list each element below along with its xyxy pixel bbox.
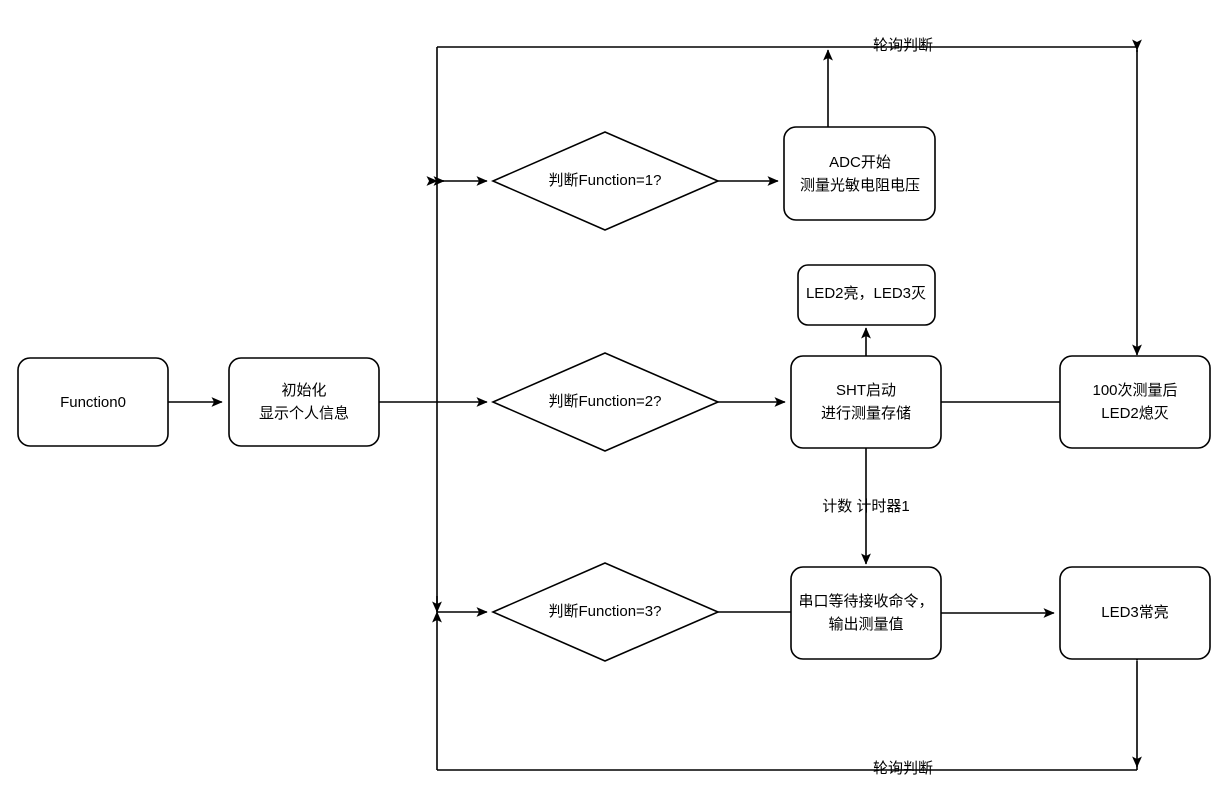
node-function0-label: Function0 (60, 394, 126, 411)
node-adc-shape[interactable] (783, 126, 936, 221)
node-led2on-label: LED2亮，LED3灭 (806, 285, 926, 302)
node-decision1-label: 判断Function=1? (549, 172, 662, 189)
node-adc[interactable]: ADC开始 测量光敏电阻电压 (783, 126, 936, 221)
edge-labels-layer: 轮询判断 计数 计时器1 轮询判断 (822, 37, 933, 777)
nodes-layer: Function0 初始化 显示个人信息 判断Function=1? 判断Fun… (17, 126, 1211, 662)
node-init-label-line2: 显示个人信息 (259, 405, 349, 422)
node-led2on[interactable]: LED2亮，LED3灭 (797, 264, 936, 326)
node-led2on-shape[interactable] (797, 264, 936, 326)
node-init-shape[interactable] (228, 357, 380, 447)
node-led2off-label-line1: 100次测量后 (1092, 382, 1177, 399)
node-sht-label-line1: SHT启动 (836, 382, 896, 399)
node-uart-label-line1: 串口等待接收命令， (798, 592, 933, 610)
node-decision2-label: 判断Function=2? (549, 393, 662, 410)
node-uart[interactable]: 串口等待接收命令， 输出测量值 (790, 566, 942, 660)
node-init[interactable]: 初始化 显示个人信息 (228, 357, 380, 447)
node-led3on-label: LED3常亮 (1101, 604, 1169, 621)
node-led2off[interactable]: 100次测量后 LED2熄灭 (1059, 355, 1211, 449)
node-decision2[interactable]: 判断Function=2? (491, 352, 721, 452)
node-uart-label-line2: 输出测量值 (828, 616, 903, 633)
node-adc-label-line2: 测量光敏电阻电压 (800, 177, 920, 194)
node-decision3-label: 判断Function=3? (549, 603, 662, 620)
edge-label-poll-top: 轮询判断 (873, 37, 933, 54)
node-init-label-line1: 初始化 (281, 382, 326, 399)
node-decision3[interactable]: 判断Function=3? (491, 562, 721, 662)
node-led3on[interactable]: LED3常亮 (1059, 566, 1211, 660)
node-decision1[interactable]: 判断Function=1? (491, 131, 721, 231)
node-led3on-shape[interactable] (1059, 566, 1211, 660)
node-function0[interactable]: Function0 (17, 357, 169, 447)
node-led2off-shape[interactable] (1059, 355, 1211, 449)
node-sht-label-line2: 进行测量存储 (821, 405, 911, 422)
node-decision2-shape[interactable] (491, 352, 721, 452)
node-adc-label-line1: ADC开始 (829, 154, 891, 171)
edge-label-counter: 计数 计时器1 (822, 498, 910, 515)
edges-layer (168, 39, 1142, 771)
node-sht[interactable]: SHT启动 进行测量存储 (790, 355, 942, 449)
edge-label-poll-bottom: 轮询判断 (873, 760, 933, 777)
node-decision1-shape[interactable] (491, 131, 721, 231)
node-uart-shape[interactable] (790, 566, 942, 660)
node-sht-shape[interactable] (790, 355, 942, 449)
node-decision3-shape[interactable] (491, 562, 721, 662)
node-function0-shape[interactable] (17, 357, 169, 447)
node-led2off-label-line2: LED2熄灭 (1101, 405, 1169, 422)
